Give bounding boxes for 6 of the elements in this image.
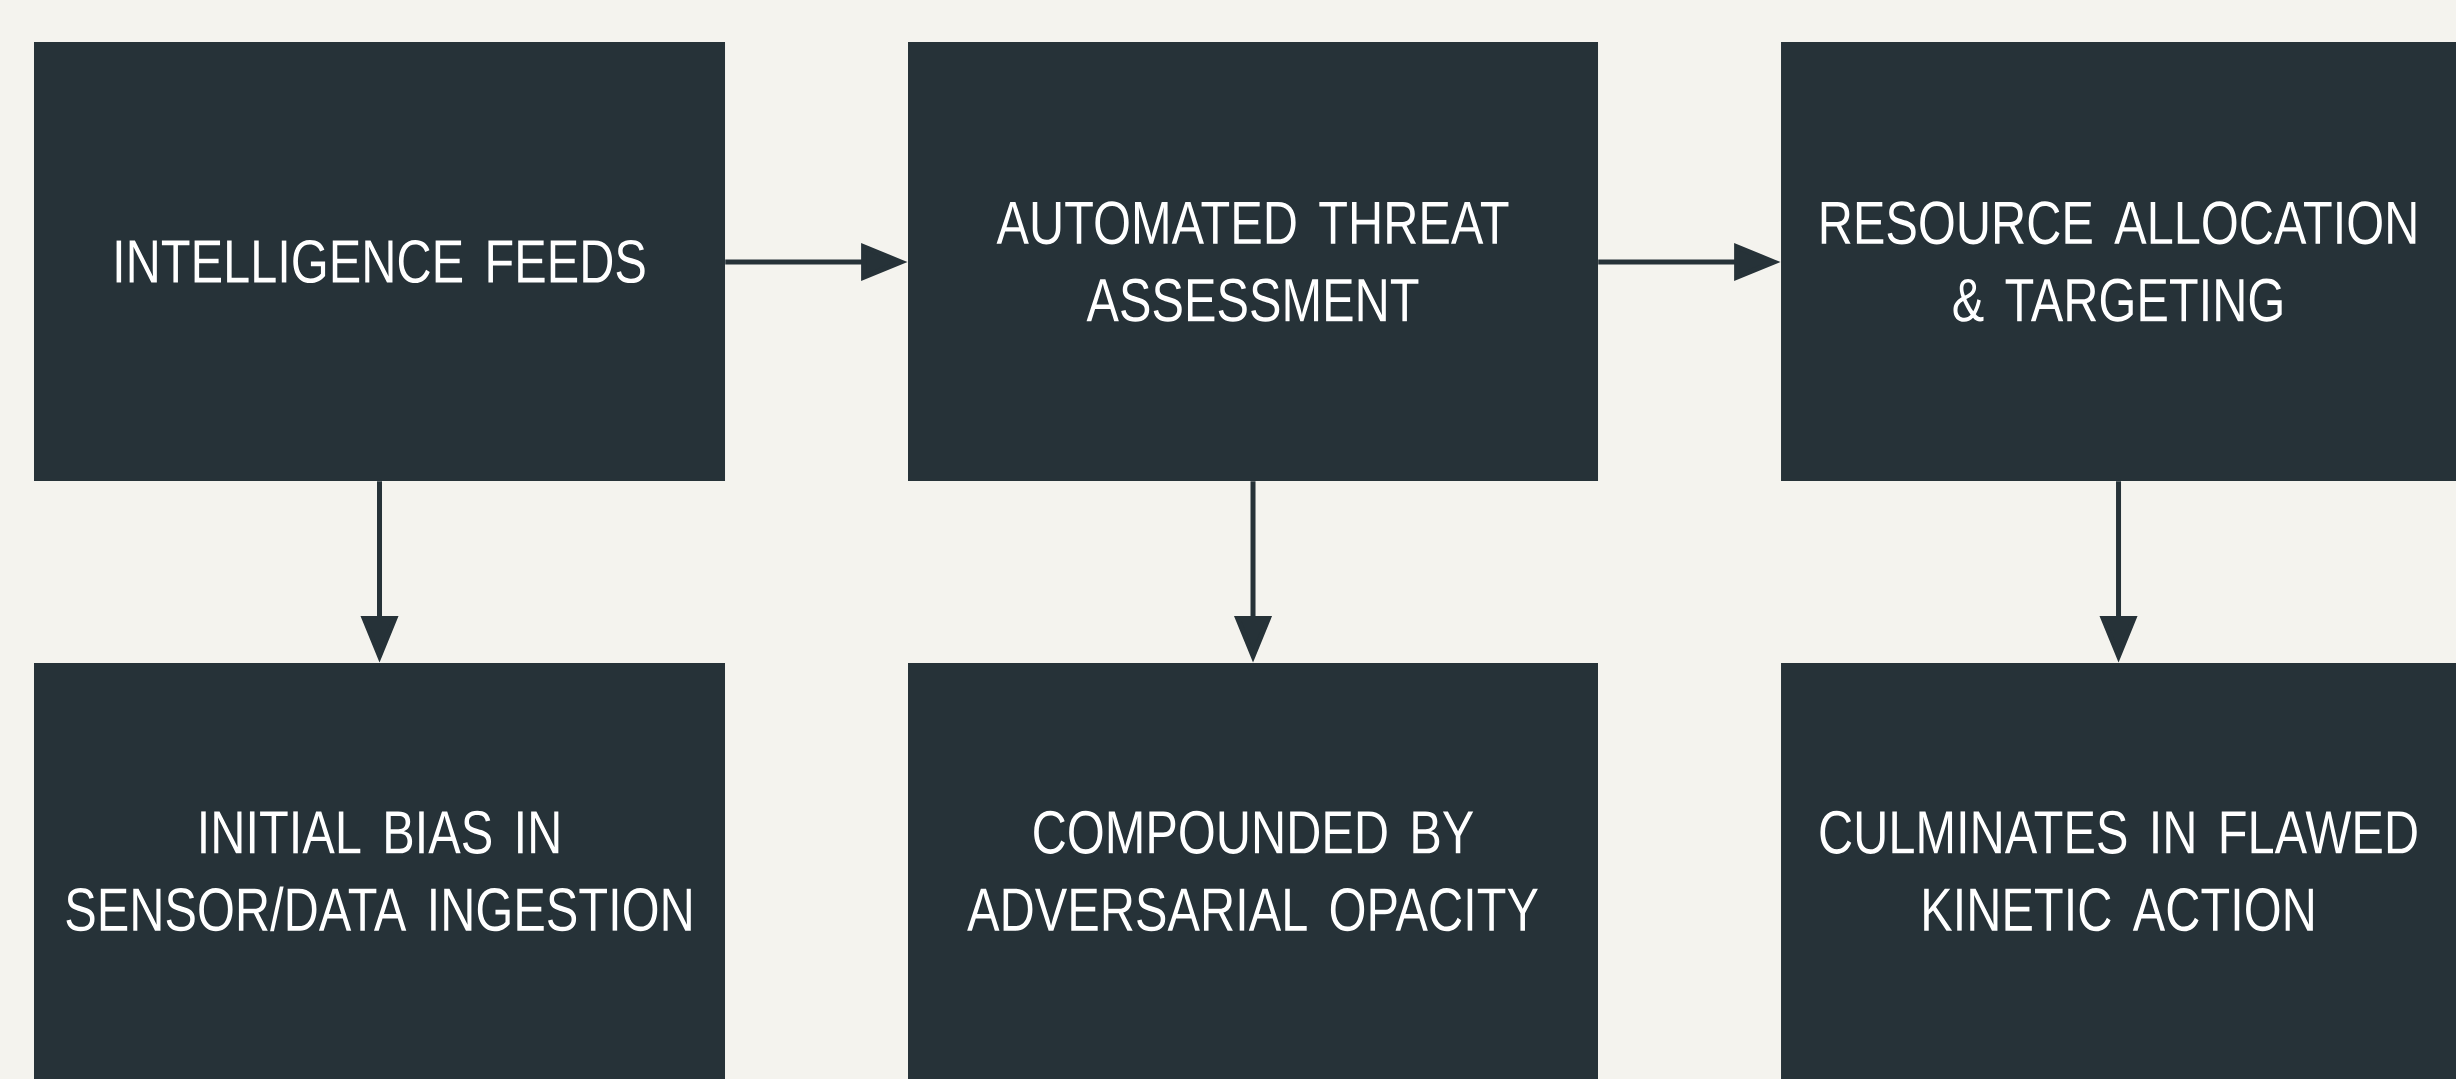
process-box: INTELLIGENCE FEEDS (34, 42, 725, 481)
process-box: COMPOUNDED BY ADVERSARIAL OPACITY (908, 663, 1598, 1079)
process-box: RESOURCE ALLOCATION & TARGETING (1781, 42, 2456, 481)
process-box: INITIAL BIAS IN SENSOR/DATA INGESTION (34, 663, 725, 1079)
process-box: AUTOMATED THREAT ASSESSMENT (908, 42, 1598, 481)
process-box: CULMINATES IN FLAWED KINETIC ACTION (1781, 663, 2456, 1079)
